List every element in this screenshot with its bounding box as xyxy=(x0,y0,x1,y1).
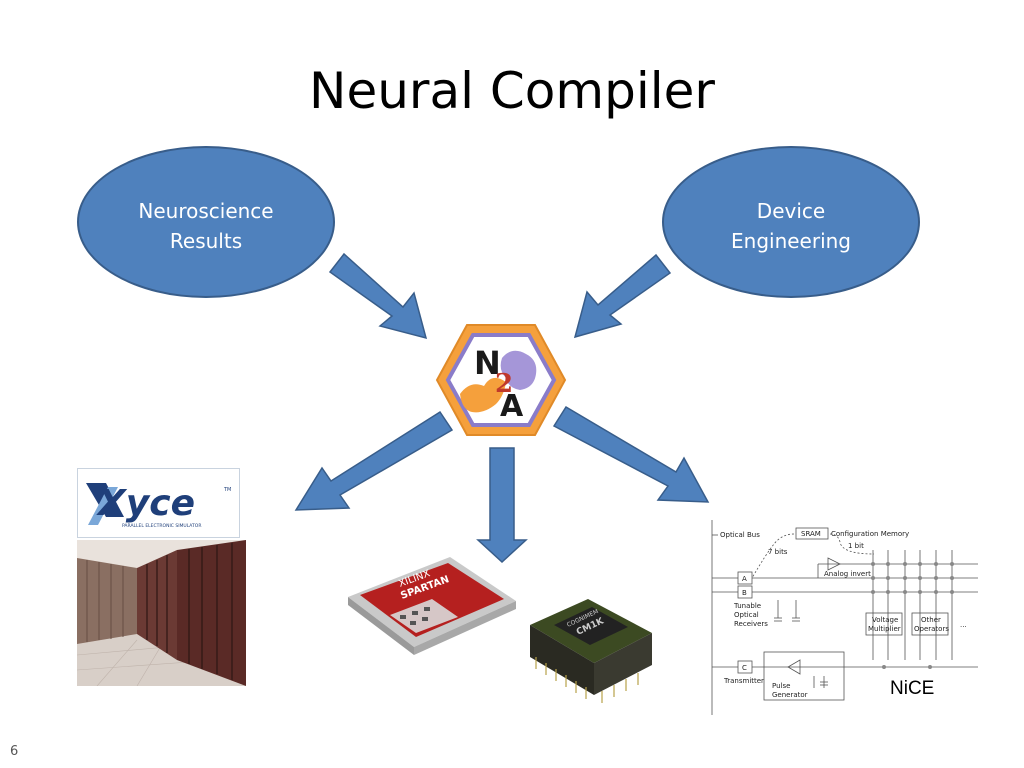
nice-optical-bus: Optical Bus xyxy=(720,531,760,539)
nice-sram: SRAM xyxy=(801,530,821,538)
neuroscience-label-line2: Results xyxy=(169,229,243,253)
n2a-letter-2: 2 xyxy=(495,369,513,399)
slide-title: Neural Compiler xyxy=(309,62,715,120)
nice-generator: Generator xyxy=(772,691,808,699)
nice-ellipsis: ... xyxy=(960,621,967,629)
arrow-n2a-to-nice xyxy=(552,405,710,503)
nice-pulse: Pulse xyxy=(772,682,790,690)
slide-number: 6 xyxy=(10,744,19,759)
n2a-letter-n: N xyxy=(474,344,501,382)
nice-analog-invert: Analog invert xyxy=(824,570,871,578)
arrow-neuroscience-to-n2a xyxy=(328,252,428,340)
nice-tunable: Tunable xyxy=(733,602,761,610)
xyce-tagline: PARALLEL ELECTRONIC SIMULATOR xyxy=(122,523,201,529)
supercomputer-photo xyxy=(77,540,246,686)
nice-voltage: Voltage xyxy=(872,616,898,624)
arrow-device-to-n2a xyxy=(573,253,672,339)
arrow-n2a-to-xyce xyxy=(294,410,454,511)
device-label-line1: Device xyxy=(756,199,826,223)
nice-other: Other xyxy=(921,616,941,624)
nice-register-b: B xyxy=(742,589,747,597)
xyce-logo-text: Xyce xyxy=(96,483,195,524)
device-engineering-ellipse: Device Engineering xyxy=(662,146,920,298)
n2a-letter-a: A xyxy=(500,389,524,424)
neuroscience-results-ellipse: Neuroscience Results xyxy=(77,146,335,298)
nice-receivers: Receivers xyxy=(734,620,768,628)
neuroscience-label-line1: Neuroscience xyxy=(138,199,274,223)
nice-register-c: C xyxy=(742,664,747,672)
hardware-chips-photo: XILINX SPARTAN COGNIMEM CM1K xyxy=(348,557,652,703)
xyce-logo: Xyce TM PARALLEL ELECTRONIC SIMULATOR xyxy=(77,468,240,538)
nice-label: NiCE xyxy=(890,678,935,699)
nice-operators: Operators xyxy=(914,625,949,633)
xyce-tm: TM xyxy=(223,487,231,493)
n2a-logo: N 2 A xyxy=(435,324,567,436)
device-label-line2: Engineering xyxy=(731,229,851,253)
nice-multiplier: Multiplier xyxy=(868,625,901,633)
nice-config-memory: Configuration Memory xyxy=(831,530,909,538)
nice-register-a: A xyxy=(742,575,747,583)
nice-7-bits: 7 bits xyxy=(768,548,788,556)
nice-optical: Optical xyxy=(734,611,759,619)
arrow-n2a-to-chips xyxy=(476,447,528,564)
nice-1-bit: 1 bit xyxy=(848,542,864,550)
nice-transmitter: Transmitter xyxy=(723,677,764,685)
nice-circuit-diagram: Optical Bus SRAM Configuration Memory 7 … xyxy=(711,520,978,715)
